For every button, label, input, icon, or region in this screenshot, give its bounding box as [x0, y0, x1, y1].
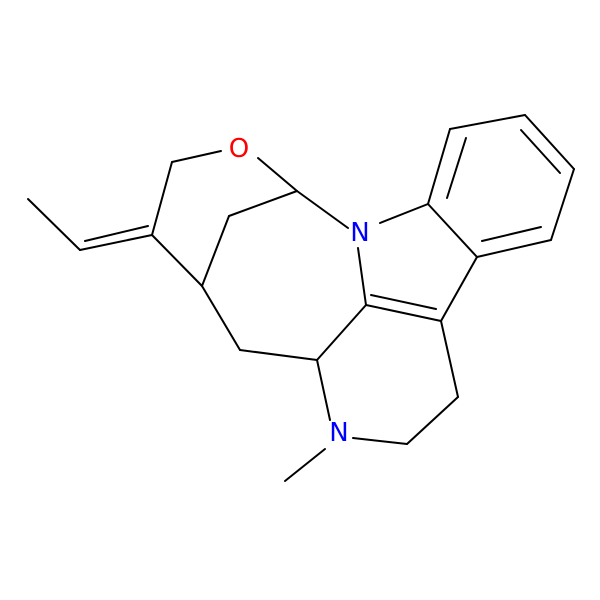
bond-c-ch-bridgehead: [151, 234, 203, 287]
bond-c2-c3-b: [370, 294, 437, 310]
oxygen-atom-label: O: [229, 134, 249, 164]
nitrogen-amine-atom-label: N: [329, 418, 348, 448]
bond-c2-c3-a: [365, 304, 442, 322]
bond-ch2-ch2: [406, 396, 459, 445]
bond-ch2-ch: [239, 349, 318, 361]
bond-exocyclic-double-b: [84, 225, 149, 242]
bond-lines: [27, 114, 575, 482]
bond-benzene-4: [550, 168, 575, 241]
bond-benzene-2: [449, 114, 526, 130]
bond-bridgehead-ch2: [201, 285, 241, 351]
bond-ch-c-indole: [316, 304, 367, 361]
bond-n-c7a: [379, 203, 429, 224]
bond-benzene-1-inner: [446, 137, 467, 199]
bond-c3-c3a: [440, 256, 478, 322]
bond-ch-n-amine: [316, 359, 331, 421]
bond-c-ch2: [151, 161, 173, 236]
nitrogen-indole-atom-label: N: [350, 218, 369, 248]
bond-benzene-5-inner: [481, 226, 542, 242]
bond-n-c2: [357, 247, 367, 306]
bond-n-methyl: [284, 448, 326, 482]
bond-ch2-c3: [440, 320, 459, 398]
bond-c7a-c3a: [427, 203, 478, 258]
bond-ch-n: [296, 190, 349, 229]
bond-benzene-5: [476, 239, 552, 258]
bond-n-ch2: [352, 437, 408, 445]
bond-ch2-ch-bridge: [228, 190, 298, 217]
bond-methyl-vinyl: [27, 198, 81, 251]
bond-benzene-3-inner: [520, 129, 561, 174]
bond-benzene-1: [427, 128, 451, 205]
bond-ch2-bridgehead: [201, 215, 230, 287]
bond-exocyclic-double-a: [79, 234, 153, 251]
bond-ch2-o: [171, 150, 222, 163]
bond-o-ch: [257, 157, 298, 192]
bond-benzene-3: [524, 114, 575, 170]
